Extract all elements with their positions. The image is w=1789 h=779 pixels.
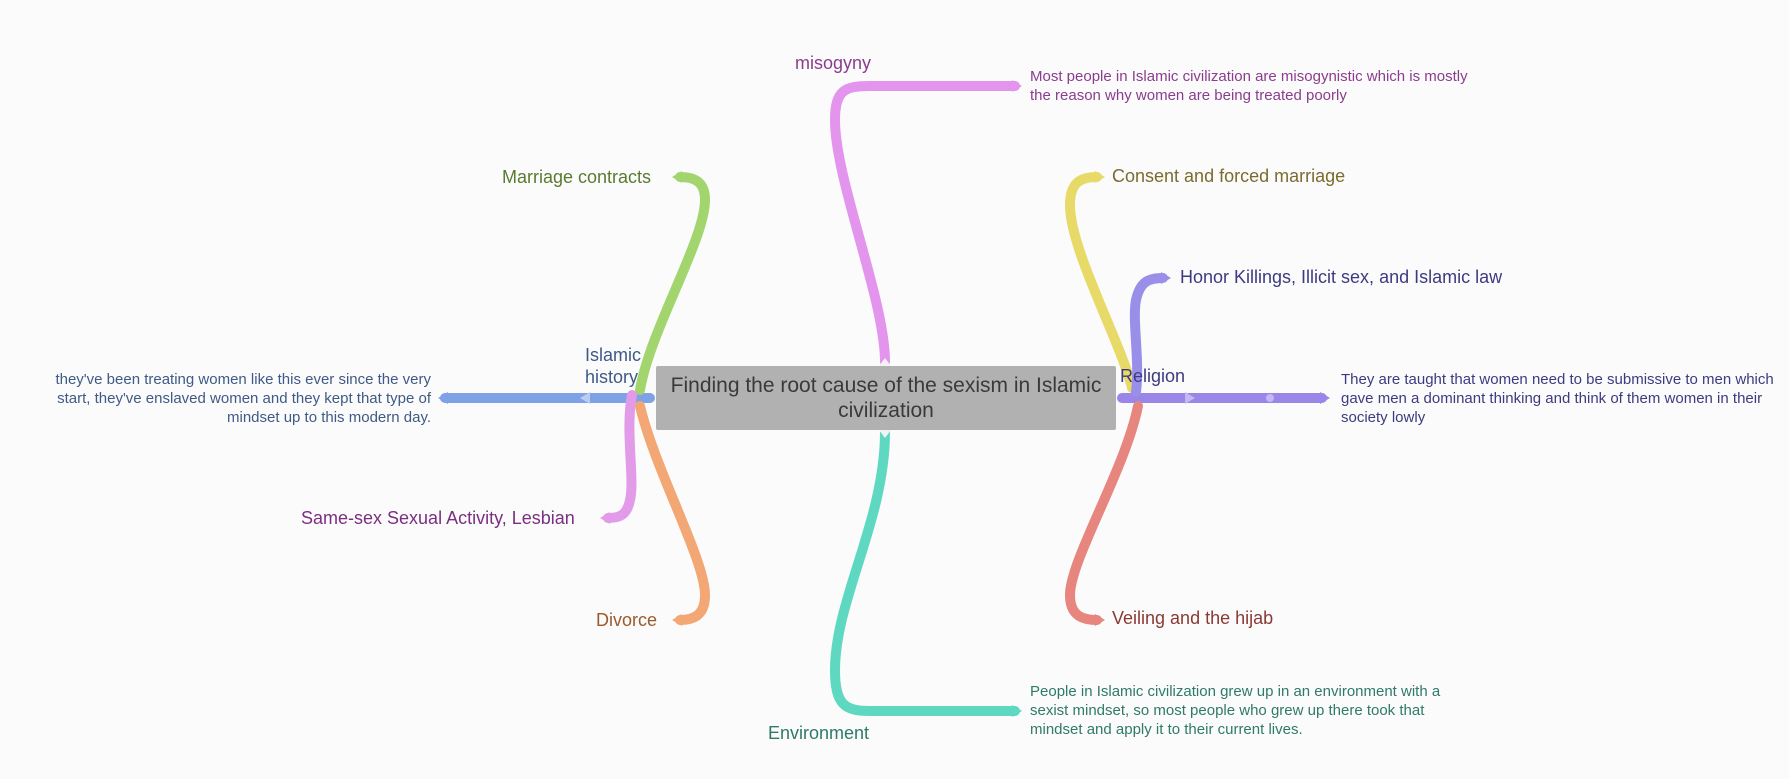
arrow-divorce <box>672 614 682 626</box>
arrow-islamic-history-mid <box>580 392 590 404</box>
arrow-honor <box>1161 272 1171 284</box>
arrow-islamic-history <box>438 392 448 404</box>
subtopic-honor[interactable]: Honor Killings, Illicit sex, and Islamic… <box>1180 267 1503 287</box>
center-top-notch <box>879 358 891 366</box>
arrow-misogyny <box>1012 80 1022 92</box>
arrow-marriage-contracts <box>672 171 682 183</box>
arrow-consent <box>1095 171 1105 183</box>
connector-honor <box>1129 273 1168 397</box>
subtopic-divorce[interactable]: Divorce <box>596 610 658 630</box>
connector-consent <box>1064 172 1137 393</box>
connector-divorce <box>635 401 711 625</box>
note-misogyny: Most people in Islamic civilization are … <box>1030 68 1468 104</box>
subtopic-marriage-contracts[interactable]: Marriage contracts <box>502 167 652 187</box>
note-islamic-history: they've been treating women like this ev… <box>55 371 431 426</box>
connector-misogyny <box>829 81 1020 367</box>
arrow-same-sex <box>600 512 610 524</box>
note-environment: People in Islamic civilization grew up i… <box>1030 683 1441 738</box>
arrow-religion <box>1320 392 1330 404</box>
connector-marriage-contracts <box>635 172 711 395</box>
branch-label-religion[interactable]: Religion <box>1120 366 1186 386</box>
subtopic-veiling[interactable]: Veiling and the hijab <box>1112 608 1274 628</box>
religion-dot <box>1266 394 1274 402</box>
central-topic-title: Finding the root cause of the sexism in … <box>670 374 1102 422</box>
note-religion: They are taught that women need to be su… <box>1341 371 1774 426</box>
connector-same-sex <box>603 390 637 523</box>
connector-environment <box>829 427 1020 716</box>
arrow-religion-mid <box>1185 392 1195 404</box>
branch-label-misogyny[interactable]: misogyny <box>795 53 872 73</box>
arrow-veiling <box>1095 614 1105 626</box>
arrow-environment <box>1012 705 1022 717</box>
center-bottom-notch <box>879 430 891 438</box>
subtopic-same-sex[interactable]: Same-sex Sexual Activity, Lesbian <box>301 508 575 528</box>
branch-label-islamic-history[interactable]: Islamic history <box>585 345 642 387</box>
subtopic-consent[interactable]: Consent and forced marriage <box>1112 166 1346 186</box>
central-topic[interactable]: Finding the root cause of the sexism in … <box>656 366 1116 430</box>
connector-veiling <box>1064 401 1143 625</box>
branch-label-environment[interactable]: Environment <box>768 723 870 743</box>
